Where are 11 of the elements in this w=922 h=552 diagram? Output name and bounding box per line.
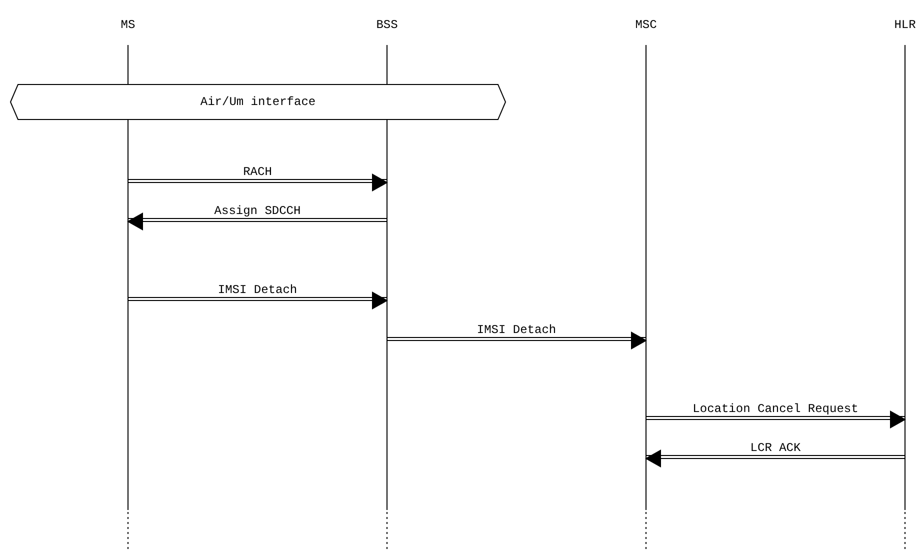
message-arrow: [128, 292, 388, 310]
message-arrow: [645, 450, 906, 468]
participant-label: MSC: [635, 17, 657, 33]
message-arrow: [127, 212, 388, 230]
participant-label: MS: [120, 17, 136, 33]
participant-label: HLR: [894, 17, 916, 33]
participant-label: BSS: [376, 17, 398, 33]
message-arrow: [128, 174, 388, 192]
message-arrow: [386, 332, 647, 350]
interface-band: Air/Um interface: [10, 84, 506, 120]
message-arrow: [646, 410, 906, 428]
